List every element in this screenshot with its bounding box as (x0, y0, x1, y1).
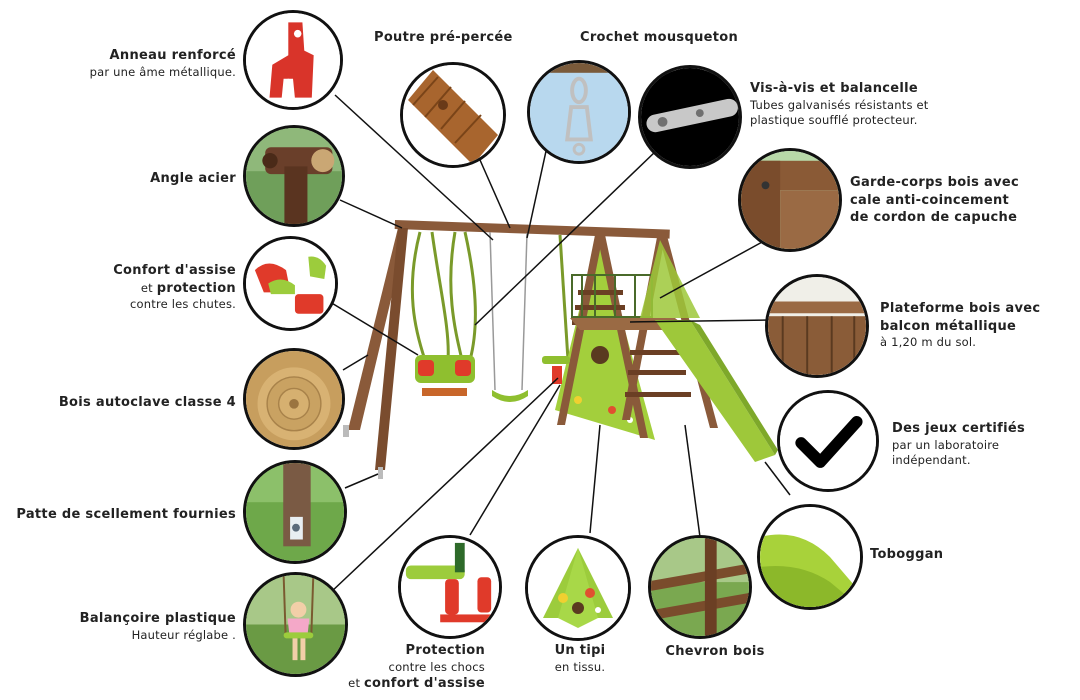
label-autoclave-wood-title: Bois autoclave classe 4 (58, 395, 236, 410)
label-platform-line2: balcon métallique (880, 318, 1017, 334)
label-platform-sub: à 1,20 m du sol. (880, 335, 977, 350)
label-protection: Protection contre les chocs et confort d… (340, 642, 485, 693)
beam-circle (400, 62, 506, 168)
protection-seat-circle (398, 535, 502, 639)
label-railing: Garde-corps bois avec cale anti-coinceme… (850, 174, 1019, 227)
label-certified-sub1: par un laboratoire (892, 437, 1000, 452)
label-anchor-bracket: Patte de scellement fournies (16, 506, 236, 524)
platform-balcony-circle (765, 274, 869, 378)
label-protection-comfort: confort d'assise (364, 676, 485, 692)
label-anchor-bracket-title: Patte de scellement fournies (16, 507, 236, 522)
label-reinforced-ring-sub: par une âme métallique. (89, 64, 236, 79)
label-protection-and: et (348, 676, 365, 691)
steel-angle-circle (243, 125, 345, 227)
wooden-rafter-circle (648, 535, 752, 639)
label-tipi-sub: en tissu. (554, 659, 606, 674)
label-seat-comfort-title: Confort d'assise (113, 263, 236, 278)
label-beam: Poutre pré-percée (374, 29, 513, 47)
label-protection-title: Protection (405, 643, 485, 658)
label-face-to-face: Vis-à-vis et balancelle Tubes galvanisés… (750, 80, 929, 129)
label-plastic-swing-title: Balançoire plastique (79, 611, 236, 626)
label-railing-line1: Garde-corps bois avec (850, 175, 1020, 190)
label-certified: Des jeux certifiés par un laboratoire in… (892, 420, 1025, 469)
label-railing-line3: de cordon de capuche (850, 210, 1018, 226)
label-carabiner-title: Crochet mousqueton (580, 30, 739, 45)
label-seat-comfort-sub: contre les chutes. (129, 297, 236, 312)
label-face-to-face-sub1: Tubes galvanisés résistants et (750, 97, 929, 112)
tipi-circle (525, 535, 631, 641)
carabiner-hook-circle (527, 60, 631, 164)
anchor-bracket-circle (243, 460, 347, 564)
label-plastic-swing-sub: Hauteur réglabe . (131, 627, 236, 642)
label-platform-line1: Plateforme bois avec (880, 301, 1041, 316)
slide-circle (757, 504, 863, 610)
certified-check-circle (777, 390, 879, 492)
label-slide-title: Toboggan (870, 547, 944, 562)
label-steel-angle-title: Angle acier (150, 171, 236, 186)
label-seat-comfort: Confort d'assise et protection contre le… (113, 262, 236, 313)
label-slide: Toboggan (870, 546, 943, 564)
label-carabiner: Crochet mousqueton (580, 29, 738, 47)
wooden-railing-circle (738, 148, 842, 252)
label-plastic-swing: Balançoire plastique Hauteur réglabe . (80, 610, 236, 643)
label-certified-title: Des jeux certifiés (892, 421, 1025, 436)
ring-detail-circle (243, 10, 343, 110)
label-beam-title: Poutre pré-percée (374, 30, 513, 45)
label-tipi-title: Un tipi (554, 643, 606, 658)
seat-comfort-circle (243, 236, 338, 331)
galvanized-tube-circle (638, 65, 742, 169)
label-face-to-face-sub2: plastique soufflé protecteur. (750, 113, 918, 128)
plastic-swing-circle (243, 572, 348, 677)
label-railing-line2: cale anti-coincement (850, 192, 1010, 208)
label-seat-comfort-and: et (140, 280, 157, 295)
label-protection-sub: contre les chocs (388, 659, 485, 674)
label-steel-angle: Angle acier (150, 170, 236, 188)
label-reinforced-ring-title: Anneau renforcé (109, 48, 236, 63)
label-autoclave-wood: Bois autoclave classe 4 (59, 394, 236, 412)
label-face-to-face-title: Vis-à-vis et balancelle (750, 81, 919, 96)
label-seat-comfort-protection: protection (156, 280, 236, 296)
label-rafter-title: Chevron bois (665, 644, 765, 659)
label-tipi: Un tipi en tissu. (530, 642, 630, 675)
autoclave-wood-circle (243, 348, 345, 450)
label-platform: Plateforme bois avec balcon métallique à… (880, 300, 1040, 351)
label-certified-sub2: indépendant. (892, 453, 971, 468)
label-reinforced-ring: Anneau renforcé par une âme métallique. (90, 47, 236, 80)
label-rafter: Chevron bois (660, 643, 770, 661)
